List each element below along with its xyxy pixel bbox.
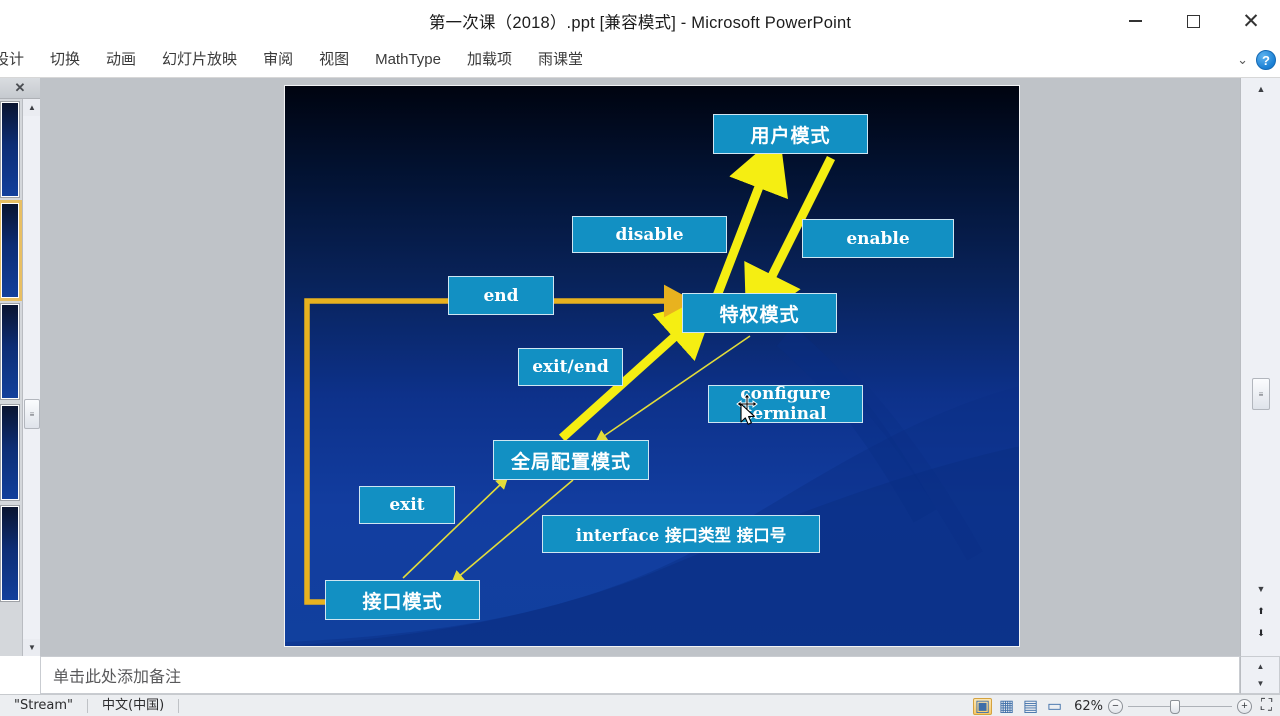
node-global-config-mode[interactable]: 全局配置模式 bbox=[493, 440, 649, 480]
close-icon: ✕ bbox=[1242, 9, 1260, 33]
status-right-controls: ▣ ▦ ▤ ▭ 62% − + ⛶ bbox=[973, 695, 1276, 716]
scroll-down-icon[interactable]: ▼ bbox=[1256, 583, 1266, 594]
slide-background bbox=[285, 86, 1019, 646]
status-bar: "Stream" 中文(中国) ▣ ▦ ▤ ▭ 62% − + ⛶ bbox=[0, 694, 1280, 716]
node-user-mode[interactable]: 用户模式 bbox=[713, 114, 868, 154]
slide-canvas[interactable]: 用户模式 disable enable end 特权模式 exit/end co… bbox=[284, 85, 1020, 647]
maximize-button[interactable] bbox=[1164, 0, 1222, 42]
next-slide-button[interactable]: ⬇ bbox=[1257, 627, 1265, 638]
chevron-down-icon[interactable]: ⌄ bbox=[1237, 52, 1248, 67]
slide-thumbnail-selected[interactable] bbox=[0, 200, 22, 301]
slide-thumbnail[interactable] bbox=[0, 101, 20, 198]
tab-transitions[interactable]: 切换 bbox=[50, 50, 81, 68]
thumbnail-scrollbar[interactable]: ▲ ≡ ▼ bbox=[22, 99, 41, 656]
node-interface-command[interactable]: interface 接口类型 接口号 bbox=[542, 515, 820, 553]
slide-thumbnail[interactable] bbox=[0, 404, 20, 501]
notes-pane[interactable]: 单击此处添加备注 bbox=[40, 656, 1240, 694]
ribbon-tabs: 设计 切换 动画 幻灯片放映 审阅 视图 MathType 加载项 雨课堂 bbox=[0, 42, 596, 78]
notes-scrollbar[interactable]: ▲ ▼ bbox=[1240, 656, 1280, 694]
tab-animations[interactable]: 动画 bbox=[106, 50, 137, 68]
maximize-icon bbox=[1186, 14, 1200, 28]
node-privileged-mode[interactable]: 特权模式 bbox=[682, 293, 837, 333]
window-controls: ✕ bbox=[1106, 0, 1280, 42]
ribbon-right-controls: ⌄ ? bbox=[1237, 42, 1276, 78]
scroll-up-icon[interactable]: ▲ bbox=[23, 99, 41, 116]
title-bar: 第一次课（2018）.ppt [兼容模式] - Microsoft PowerP… bbox=[0, 0, 1280, 42]
previous-slide-button[interactable]: ⬆ bbox=[1257, 605, 1265, 616]
thumbnail-list[interactable] bbox=[0, 99, 22, 656]
window-title: 第一次课（2018）.ppt [兼容模式] - Microsoft PowerP… bbox=[428, 14, 852, 32]
slide-scrollbar[interactable]: ▲ ≡ ▼ ⬆ ⬇ bbox=[1240, 78, 1280, 656]
tab-review[interactable]: 审阅 bbox=[263, 50, 294, 68]
node-end[interactable]: end bbox=[448, 276, 554, 315]
zoom-slider-handle[interactable] bbox=[1170, 699, 1180, 714]
language-indicator[interactable]: 中文(中国) bbox=[102, 697, 165, 713]
theme-name[interactable]: "Stream" bbox=[14, 697, 73, 713]
slide-thumbnail[interactable] bbox=[0, 303, 20, 400]
tab-view[interactable]: 视图 bbox=[319, 50, 350, 68]
mouse-cursor bbox=[736, 393, 758, 425]
slideshow-view-button[interactable]: ▭ bbox=[1046, 698, 1063, 715]
zoom-out-button[interactable]: − bbox=[1108, 698, 1123, 714]
minimize-icon bbox=[1128, 20, 1142, 22]
notes-placeholder: 单击此处添加备注 bbox=[53, 667, 182, 686]
tab-mathtype[interactable]: MathType bbox=[375, 50, 441, 68]
slide-edit-area: 用户模式 disable enable end 特权模式 exit/end co… bbox=[40, 78, 1240, 656]
reading-view-button[interactable]: ▤ bbox=[1022, 698, 1039, 715]
node-disable[interactable]: disable bbox=[572, 216, 727, 253]
slide-thumbnail-pane: ✕ ▲ ≡ ▼ bbox=[0, 78, 41, 656]
diagram-connectors bbox=[304, 133, 836, 605]
slide-thumbnail[interactable] bbox=[0, 505, 20, 602]
fit-slide-to-window-button[interactable]: ⛶ bbox=[1260, 697, 1273, 714]
status-separator bbox=[87, 698, 88, 713]
node-interface-mode[interactable]: 接口模式 bbox=[325, 580, 480, 620]
scroll-down-icon[interactable]: ▼ bbox=[23, 639, 41, 656]
scrollbar-thumb[interactable]: ≡ bbox=[24, 399, 40, 429]
notes-scroll-up-icon[interactable]: ▲ bbox=[1256, 662, 1265, 671]
node-configure-terminal[interactable]: configure terminal bbox=[708, 384, 863, 424]
scroll-up-icon[interactable]: ▲ bbox=[1256, 83, 1266, 94]
ribbon-tab-strip: 设计 切换 动画 幻灯片放映 审阅 视图 MathType 加载项 雨课堂 ⌄ … bbox=[0, 42, 1280, 78]
zoom-slider[interactable] bbox=[1128, 699, 1232, 714]
node-exit-end[interactable]: exit/end bbox=[518, 348, 623, 386]
close-pane-button[interactable]: ✕ bbox=[0, 78, 40, 99]
node-exit[interactable]: exit bbox=[359, 486, 455, 524]
workspace: ✕ ▲ ≡ ▼ bbox=[0, 78, 1280, 656]
zoom-level-label[interactable]: 62% bbox=[1074, 698, 1103, 714]
tab-addins[interactable]: 加载项 bbox=[466, 50, 512, 68]
normal-view-button[interactable]: ▣ bbox=[973, 697, 992, 715]
scrollbar-thumb[interactable]: ≡ bbox=[1252, 378, 1270, 410]
minimize-button[interactable] bbox=[1106, 0, 1164, 42]
slide-sorter-view-button[interactable]: ▦ bbox=[998, 698, 1015, 715]
help-icon[interactable]: ? bbox=[1256, 50, 1276, 70]
tab-rainclassroom[interactable]: 雨课堂 bbox=[537, 50, 583, 68]
notes-scroll-down-icon[interactable]: ▼ bbox=[1256, 679, 1265, 688]
zoom-in-button[interactable]: + bbox=[1237, 698, 1252, 714]
node-enable[interactable]: enable bbox=[802, 219, 954, 258]
status-separator bbox=[178, 698, 180, 713]
tab-design[interactable]: 设计 bbox=[0, 50, 25, 68]
tab-slideshow[interactable]: 幻灯片放映 bbox=[162, 50, 238, 68]
close-button[interactable]: ✕ bbox=[1222, 0, 1280, 42]
